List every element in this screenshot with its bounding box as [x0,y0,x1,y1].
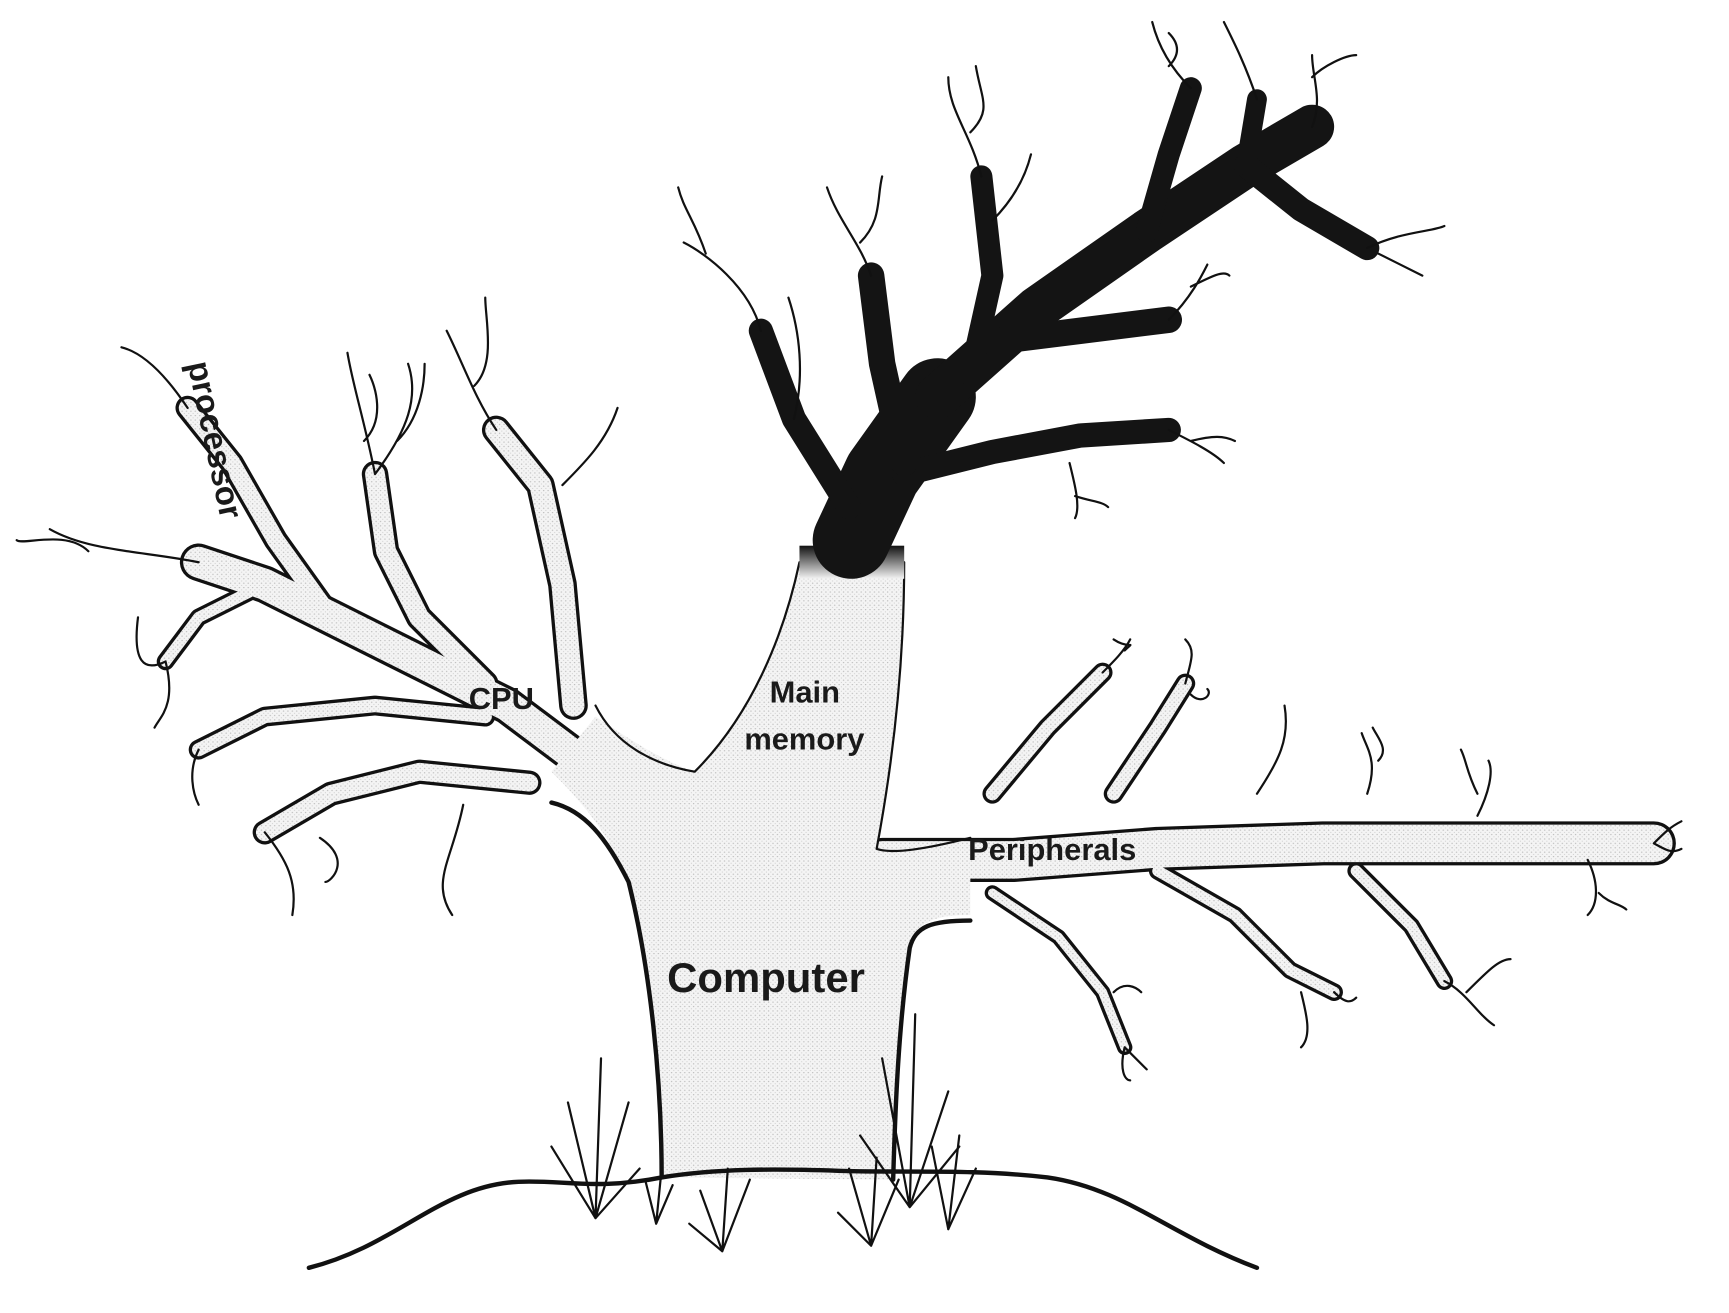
peripheral-branches [860,662,1676,1056]
peripherals-label: Peripherals [968,832,1136,867]
trunk-crotch-edge [594,561,801,773]
cpu-branches [156,395,615,845]
trunk-left-edge [549,800,664,1180]
twigs [15,20,1683,1082]
processor-label: processor [180,358,249,522]
memory-branches [748,77,1380,579]
trunk [551,562,971,1180]
grass-tufts [550,1013,977,1253]
main-memory-label-line1: Main [770,674,840,709]
main-memory-label-line2: memory [744,722,864,757]
memory-right-edge [875,561,972,853]
computer-label: Computer [667,954,865,1001]
ground-line [306,1167,1260,1271]
cpu-label: CPU [469,681,534,716]
